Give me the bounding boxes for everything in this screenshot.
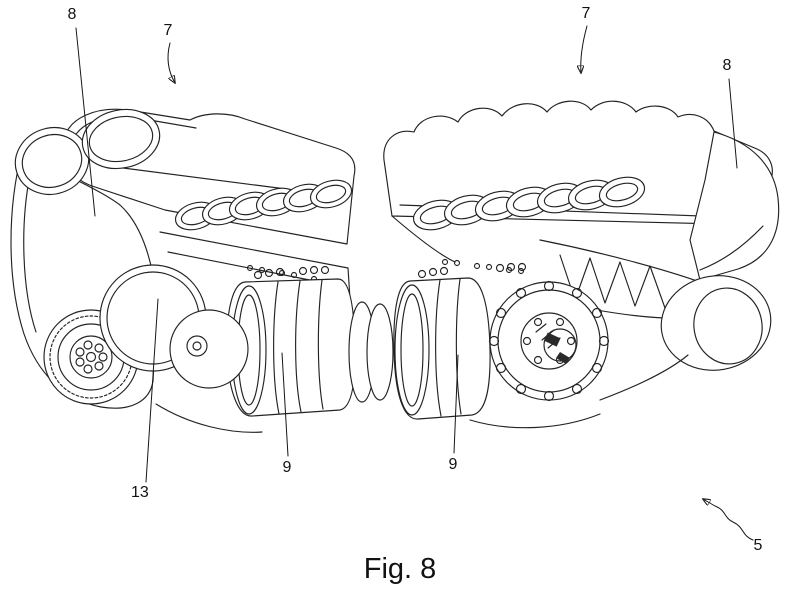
- right-engine-assembly: [383, 100, 780, 429]
- ref-label-8-top-right: 8: [722, 57, 732, 74]
- figure-caption: Fig. 8: [363, 553, 437, 585]
- ref-label-5: 5: [753, 537, 763, 554]
- ref-label-9-right: 9: [448, 456, 458, 473]
- left-engine-assembly: [10, 108, 394, 433]
- ref-label-7-right: 7: [581, 5, 591, 22]
- ref-label-8-top-left: 8: [67, 6, 77, 23]
- reference-leader-lines: [75, 25, 754, 541]
- ref-label-13: 13: [131, 484, 149, 501]
- ref-label-9-left: 9: [282, 459, 292, 476]
- ref-label-7-left: 7: [163, 22, 173, 39]
